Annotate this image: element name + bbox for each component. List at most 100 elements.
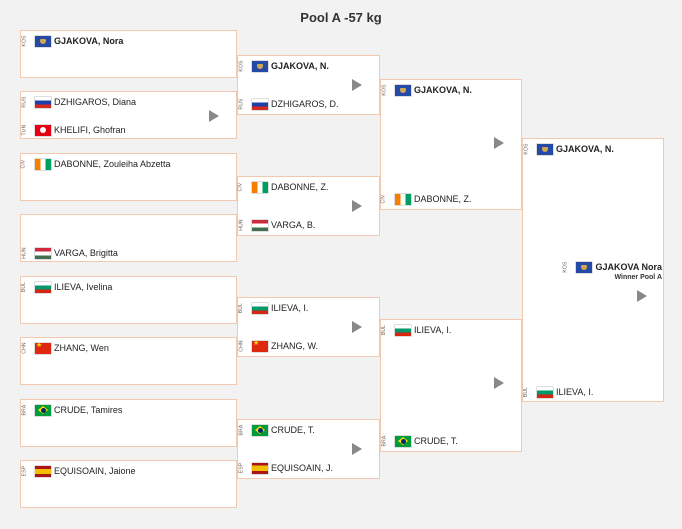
country-code-text: KOS (21, 35, 28, 47)
play-arrow-icon[interactable] (352, 200, 362, 212)
esp-flag-icon (35, 465, 51, 477)
athlete-name: ILIEVA, I. (414, 325, 452, 335)
country-code-text: KOS (238, 60, 245, 72)
athlete-name: ZHANG, Wen (54, 343, 109, 353)
bul-flag-icon (395, 324, 411, 336)
winner-subtitle: Winner Pool A (614, 274, 662, 281)
play-arrow-icon[interactable] (494, 137, 504, 149)
country-code-text: BUL (21, 281, 28, 293)
country-code: RUS (21, 94, 33, 110)
athlete-entry[interactable]: BRA CRUDE, T. (381, 434, 458, 448)
athlete-entry[interactable]: KOS GJAKOVA, N. (523, 141, 614, 157)
bra-flag-icon (252, 424, 268, 436)
athlete-entry[interactable]: BUL ILIEVA, I. (381, 322, 452, 338)
athlete-name: DZHIGAROS, Diana (54, 97, 137, 107)
country-code-text: CHN (238, 340, 245, 352)
play-arrow-icon[interactable] (352, 79, 362, 91)
country-code-text: KOS (563, 261, 570, 273)
athlete-name: ILIEVA, I. (271, 303, 309, 313)
page-title: Pool A -57 kg (300, 10, 382, 25)
country-code-text: RUS (238, 98, 245, 110)
athlete-entry[interactable]: KOS GJAKOVA, Nora (21, 33, 124, 49)
country-code-text: RUS (21, 96, 28, 108)
athlete-entry[interactable]: RUS DZHIGAROS, Diana (21, 94, 137, 110)
athlete-name: KHELIFI, Ghofran (54, 125, 126, 135)
country-code-text: BRA (21, 404, 28, 416)
chn-flag-icon (252, 340, 268, 352)
country-code-text: BRA (381, 435, 388, 447)
country-code: KOS (382, 82, 393, 98)
athlete-entry[interactable]: BRA CRUDE, T. (238, 423, 315, 437)
match-box (20, 337, 237, 385)
athlete-name: GJAKOVA, Nora (54, 36, 124, 46)
match-box (20, 30, 237, 78)
athlete-name: CRUDE, T. (414, 436, 458, 446)
match-box (20, 91, 237, 139)
athlete-entry[interactable]: CIV DABONNE, Z. (237, 179, 329, 195)
country-code-text: HUN (238, 219, 245, 231)
play-arrow-icon[interactable] (352, 321, 362, 333)
civ-flag-icon (395, 193, 411, 205)
play-arrow-icon[interactable] (209, 110, 219, 122)
country-code: KOS (523, 141, 535, 157)
kos-flag-icon (395, 84, 411, 96)
bul-flag-icon (35, 281, 51, 293)
match-box (20, 214, 237, 262)
country-code: HUN (22, 245, 33, 261)
play-arrow-icon[interactable] (637, 290, 647, 302)
athlete-entry[interactable]: ESP EQUISOAIN, Jaione (21, 463, 136, 479)
athlete-name: EQUISOAIN, Jaione (54, 466, 136, 476)
athlete-name: CRUDE, T. (271, 425, 315, 435)
athlete-name: VARGA, Brigitta (54, 248, 118, 258)
bul-flag-icon (537, 386, 553, 398)
country-code: RUS (238, 96, 250, 112)
kos-flag-icon (252, 60, 268, 72)
country-code: HUN (238, 217, 250, 233)
country-code-text: CIV (237, 182, 244, 192)
match-box (20, 276, 237, 324)
athlete-name: ILIEVA, I. (556, 387, 594, 397)
athlete-entry[interactable]: HUN VARGA, Brigitta (22, 245, 118, 261)
athlete-entry[interactable]: CHN ZHANG, W. (238, 338, 318, 354)
country-code: TUN (21, 122, 33, 138)
country-code-text: KOS (523, 143, 530, 155)
country-code-text: TUN (21, 124, 28, 136)
bul-flag-icon (252, 302, 268, 314)
athlete-entry[interactable]: TUN KHELIFI, Ghofran (21, 122, 126, 138)
tun-flag-icon (35, 124, 51, 136)
country-code: KOS (238, 58, 250, 74)
play-arrow-icon[interactable] (494, 377, 504, 389)
country-code: BUL (523, 384, 535, 400)
country-code: CIV (237, 179, 250, 195)
chn-flag-icon (35, 342, 51, 354)
hun-flag-icon (35, 247, 51, 259)
athlete-name: DABONNE, Z. (414, 194, 472, 204)
athlete-name: GJAKOVA, N. (556, 144, 614, 154)
athlete-entry[interactable]: BUL ILIEVA, I. (523, 384, 594, 400)
athlete-entry[interactable]: CHNZHANG, Wen (22, 341, 109, 355)
athlete-name: DABONNE, Z. (271, 182, 329, 192)
country-code: KOS (21, 33, 33, 49)
rus-flag-icon (252, 98, 268, 110)
country-code-text: BRA (238, 424, 245, 436)
kos-flag-icon (537, 143, 553, 155)
country-code: BUL (381, 322, 393, 338)
play-arrow-icon[interactable] (352, 443, 362, 455)
civ-flag-icon (35, 158, 51, 170)
athlete-name: ZHANG, W. (271, 341, 318, 351)
hun-flag-icon (252, 219, 268, 231)
country-code: CHN (238, 338, 250, 354)
country-code: ESP (21, 463, 33, 479)
kos-flag-icon (35, 35, 51, 47)
